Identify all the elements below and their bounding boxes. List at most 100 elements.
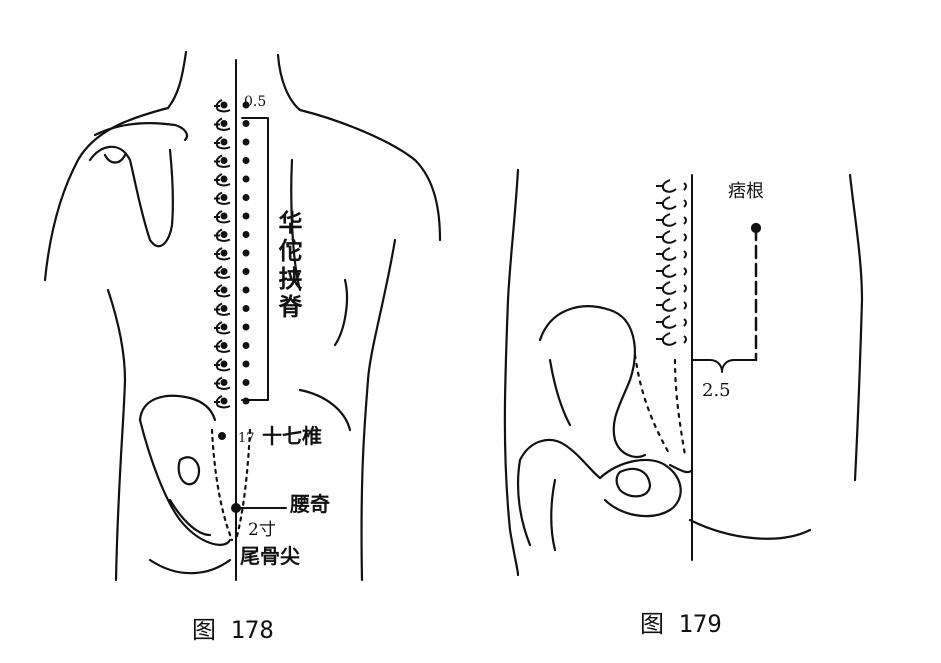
figure-179-caption: 图 179	[640, 610, 722, 638]
coccyx-tip-label: 尾骨尖	[240, 544, 300, 568]
seventeenth-vertebra-label: 十七椎	[262, 424, 322, 448]
hip-joint	[177, 456, 201, 486]
vertebra-outline	[214, 247, 231, 261]
top-distance-label: 0.5	[244, 94, 267, 110]
vertebra-outline	[214, 228, 231, 242]
vertebra-outline	[214, 210, 231, 224]
vertebra-outline	[214, 191, 231, 205]
acupoint-dot	[242, 360, 250, 368]
right-body-outline	[848, 173, 864, 482]
ilium-outline	[538, 305, 647, 458]
ilium-right	[298, 388, 352, 432]
acupoint-dot	[220, 379, 228, 386]
acupoint-dot	[242, 231, 250, 238]
right-flank-contour	[333, 278, 349, 347]
vertebra-outline	[214, 117, 231, 131]
buttock-fold	[148, 558, 232, 575]
acupoint-dot	[242, 157, 250, 164]
vertebra-outline	[214, 395, 231, 409]
acupoint-dot	[242, 212, 250, 220]
acupoint-dot	[220, 249, 228, 257]
acupoint-dot	[220, 175, 228, 183]
acupoint-dot	[242, 268, 250, 275]
vertebra-outline	[656, 332, 687, 346]
sacrum-dotted-left	[633, 353, 672, 457]
vertebra-outline	[656, 179, 687, 193]
acupoint-dot	[220, 286, 228, 294]
sacrum-dotted-right	[673, 358, 687, 457]
figure-178-caption: 图 178	[192, 616, 274, 644]
vertebra-outline	[214, 358, 231, 372]
back-diagram	[43, 50, 442, 582]
yaoqi-point	[231, 503, 241, 513]
vertebra-outline	[214, 99, 231, 113]
scapula-top	[93, 121, 189, 142]
acupoint-dot	[242, 305, 250, 312]
acupoint-dot	[220, 268, 228, 275]
right-torso-outline	[360, 238, 397, 582]
vertebra-outline	[656, 281, 687, 295]
acupoint-dot	[242, 323, 250, 331]
pubic-symphysis	[668, 463, 694, 474]
spine-vertebrae	[656, 179, 687, 346]
pubic-bone	[598, 458, 682, 518]
seventeenth-vertebra-point	[218, 432, 226, 440]
figure-179: 痞根 2.5 图 179	[470, 0, 941, 663]
scapula-outline	[88, 145, 174, 248]
right-shoulder-outline	[298, 108, 442, 242]
femur-shaft-right	[550, 478, 557, 552]
left-torso-outline	[106, 288, 127, 582]
huatuo-bracket	[241, 117, 269, 401]
acupoint-dot	[220, 397, 228, 405]
vertebra-outline	[656, 196, 687, 210]
vertebra-outline	[656, 247, 687, 261]
obturator-foramen	[615, 467, 652, 498]
acupoint-dot	[220, 138, 228, 146]
femur-head	[518, 438, 602, 480]
huatuo-jiaji-label: 华佗挟脊	[274, 210, 303, 322]
acupoint-dot	[242, 379, 250, 386]
acupoint-dot	[242, 249, 250, 257]
pubic-outline	[168, 498, 212, 537]
vertebra-outline	[656, 315, 687, 329]
acupoint-dot	[242, 342, 250, 349]
sacrum-left	[210, 428, 234, 542]
pigen-label: 痞根	[728, 181, 764, 202]
vertebra-outline	[214, 284, 231, 298]
vertebra-outline	[214, 339, 231, 353]
vertebra-outline	[656, 213, 687, 227]
acupoint-dot	[242, 101, 250, 109]
vertebra-outline	[214, 321, 231, 335]
vertebra-outline	[214, 136, 231, 150]
pigen-point	[750, 222, 762, 234]
ilium-left	[138, 394, 217, 422]
neck-right-outline	[276, 53, 302, 112]
distance-label: 2.5	[702, 380, 731, 401]
ilium-inner	[548, 358, 572, 427]
yaoqi-label: 腰奇	[290, 492, 330, 516]
humerus-head	[103, 153, 127, 164]
acupoint-dot	[242, 120, 250, 127]
neck-left-outline	[166, 50, 188, 110]
distance-brace	[691, 359, 757, 373]
acupoint-dot	[220, 157, 228, 164]
acupoint-dot	[242, 286, 250, 294]
acupoint-dot	[220, 101, 228, 109]
left-body-outline-bottom	[503, 298, 520, 577]
vertebra-outline	[214, 154, 231, 168]
acupoint-dot	[220, 120, 228, 127]
vertebra-outline	[214, 376, 231, 390]
figure-178: 0.5 华佗挟脊 17 十七椎 腰奇 2寸 尾骨尖 图 178	[0, 0, 470, 663]
acupoint-dot	[220, 212, 228, 220]
vertebra-outline	[214, 265, 231, 279]
acupoint-dot	[242, 138, 250, 146]
femur-shaft-left	[516, 458, 532, 547]
vertebra-outline	[656, 298, 687, 312]
acupoint-dot	[220, 342, 228, 349]
acupoint-dot	[220, 323, 228, 331]
acupoint-dot	[220, 305, 228, 312]
acupoint-dot	[220, 360, 228, 368]
acupoint-dot	[220, 231, 228, 238]
acupoint-dot	[242, 397, 250, 405]
side-diagram	[503, 168, 864, 577]
